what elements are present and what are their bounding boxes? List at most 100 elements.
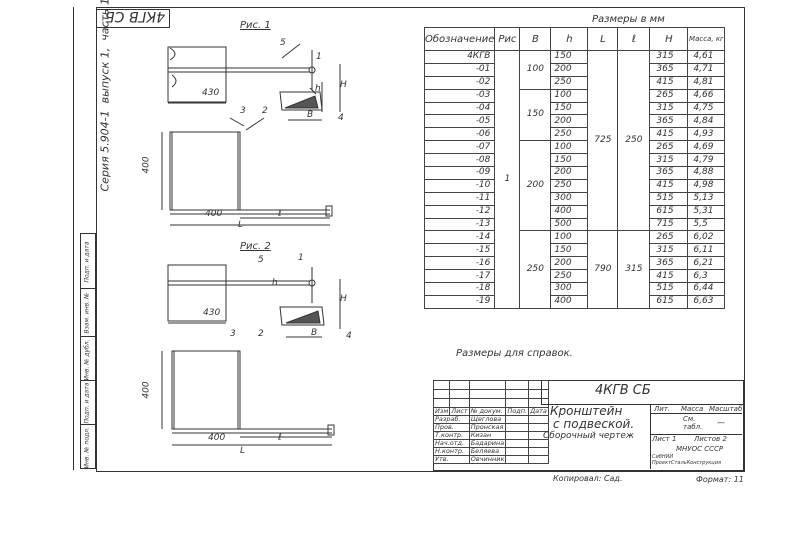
cell-H: 715: [649, 217, 689, 232]
series-label: Серия 5.904-1 выпуск 1, часть 1.: [98, 0, 112, 192]
cell-code: -02: [423, 75, 496, 90]
reference-note: Размеры для справок.: [456, 348, 573, 359]
tb-sheet: Лист 1: [652, 435, 677, 443]
cell-L: 790: [587, 230, 619, 309]
fig1-dim-l-label: ℓ: [278, 209, 282, 219]
fig2-callout-2: 2: [258, 329, 264, 339]
cell-code: -09: [423, 166, 496, 180]
fig2-dim-l-label: ℓ: [278, 433, 282, 443]
cell-code: -16: [423, 256, 496, 271]
tb-right-line: [650, 413, 742, 414]
cell-h: 100: [550, 230, 589, 245]
cell-code: -17: [423, 269, 496, 284]
tb-date: [528, 447, 549, 456]
th-code: Обозначение: [423, 27, 496, 51]
th-L: L: [587, 27, 619, 51]
tb-sign: [505, 455, 530, 464]
tb-role: Утв.: [433, 455, 470, 464]
cell-mass: 6,21: [687, 256, 726, 271]
cell-code: -01: [423, 62, 496, 77]
th-mass: Масса, кг: [687, 27, 726, 51]
cell-l: 250: [617, 49, 651, 232]
fig2-dim-400h-label: 400: [208, 433, 226, 443]
cell-h: 400: [550, 294, 589, 309]
tb-date: [528, 455, 549, 464]
cell-mass: 4,98: [687, 178, 726, 193]
tb-sign: [505, 447, 530, 456]
tb-sheets: Листов 2: [694, 435, 727, 443]
cell-code: -11: [423, 191, 496, 206]
fig1-hanger-fill: [284, 95, 319, 109]
fig2-callout-1: 1: [298, 253, 304, 263]
cell-H: 365: [649, 62, 689, 77]
tb-sheet-line: [650, 434, 742, 435]
fig2-drawing: [161, 264, 341, 446]
cell-H: 515: [649, 191, 689, 206]
fig2-hanger-fill: [285, 310, 321, 324]
cell-mass: 4,66: [687, 88, 726, 103]
cell-h: 250: [550, 127, 589, 142]
tb-mass-value: См. табл.: [683, 415, 703, 431]
cell-h: 150: [550, 243, 589, 258]
cell-h: 300: [550, 191, 589, 206]
side-stamp-label-5: Инв. № подл.: [83, 427, 91, 469]
cell-code: -10: [423, 178, 496, 193]
fig2-bracket-body: [171, 350, 241, 430]
fig1-callout-2: 2: [262, 106, 268, 116]
fig2-hanger-profile: [279, 306, 325, 326]
cell-mass: 4,71: [687, 62, 726, 77]
fig1-dim-B-label: B: [307, 110, 314, 120]
cell-mass: 5,5: [687, 217, 726, 232]
cell-L: 725: [587, 49, 619, 232]
spec-header-row: Обозначение Рис B h L ℓ H Масса, кг: [423, 27, 726, 51]
title-block-revisions: Изм Лист № докум. Подп. Дата Разраб.Щегл…: [432, 380, 549, 464]
dims-caption: Размеры в мм: [592, 14, 665, 25]
cell-code: -05: [423, 114, 496, 129]
cell-mass: 4,79: [687, 153, 726, 168]
cell-mass: 4,61: [687, 50, 726, 64]
cell-h: 200: [550, 114, 589, 129]
fig2-callout-3: 3: [230, 329, 236, 339]
spec-table: Обозначение Рис B h L ℓ H Масса, кг 4КГВ…: [423, 27, 726, 309]
side-stamp-cell-4: [81, 380, 95, 425]
fig2-dim-h-label: h: [272, 278, 278, 288]
cell-mass: 4,69: [687, 140, 726, 155]
cell-h: 100: [550, 88, 589, 103]
cell-mass: 5,31: [687, 204, 726, 219]
fig1-dim-L-label: L: [238, 220, 244, 230]
series-text: Серия 5.904-1: [98, 110, 112, 192]
tb-org: МНУОС СССР: [676, 445, 724, 453]
tb-role-row: Утв.Овчинник: [433, 455, 549, 464]
tb-mass-head: Масса: [681, 405, 704, 413]
fig2-dim-400v-label: 400: [141, 381, 152, 399]
tb-lit-head: Лит.: [654, 405, 671, 413]
cell-h: 200: [550, 256, 589, 271]
tb-head-podp: Подп.: [505, 407, 530, 416]
th-h: h: [550, 27, 589, 51]
cell-H: 415: [649, 178, 689, 193]
cell-H: 415: [649, 269, 689, 284]
th-ris: Рис: [494, 27, 521, 51]
fig1-dim-h-label: h: [315, 84, 321, 94]
fig2-dim-B-label: B: [311, 328, 318, 338]
cell-mass: 6,63: [687, 294, 726, 309]
cell-mass: 6,3: [687, 269, 726, 284]
cell-code: -12: [423, 204, 496, 219]
fig1-leader-5: [281, 43, 301, 59]
cell-mass: 6,11: [687, 243, 726, 258]
cell-H: 365: [649, 114, 689, 129]
fig1-wall-block: [167, 46, 227, 103]
cell-H: 315: [649, 243, 689, 258]
cell-H: 315: [649, 50, 689, 64]
tb-name-2: с подвеской.: [553, 417, 635, 431]
cell-code: -04: [423, 101, 496, 116]
cell-B: 150: [519, 88, 552, 142]
